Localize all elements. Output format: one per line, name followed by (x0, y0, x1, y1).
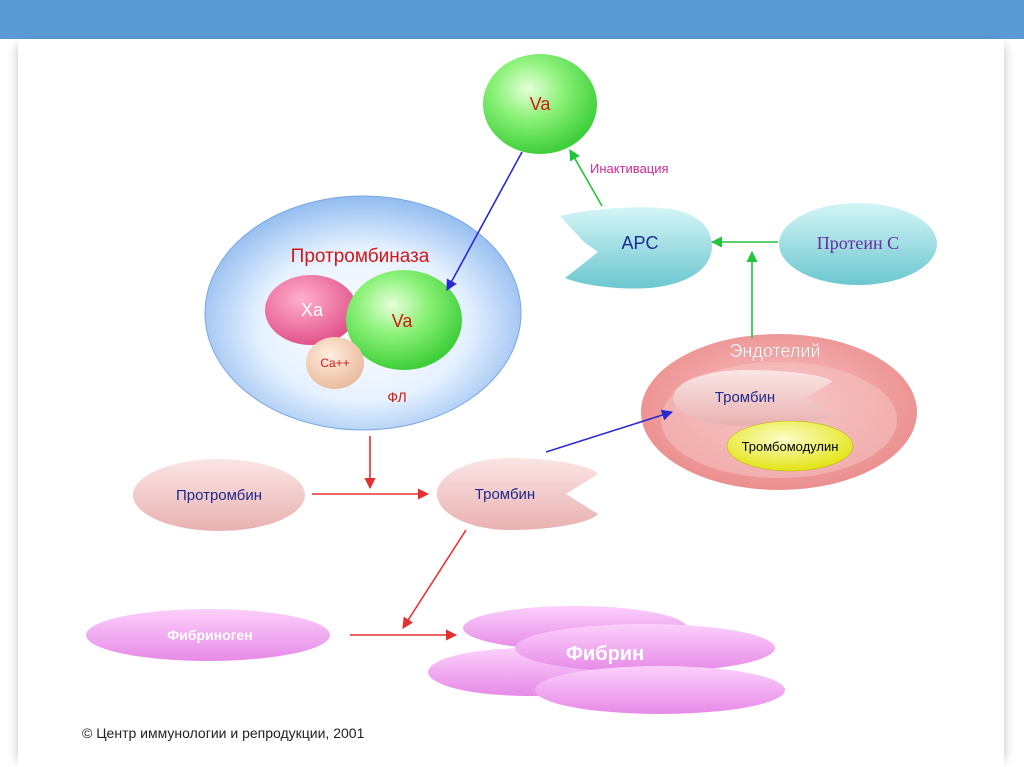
fibrinogen-node (86, 609, 330, 661)
va-inner-node (346, 270, 462, 370)
protein-c-label: Протеин С (817, 233, 899, 253)
copyright-text: © Центр иммунологии и репродукции, 2001 (82, 725, 365, 741)
fl-label: ФЛ (387, 389, 406, 405)
prothrombin-label: Протромбин (176, 487, 262, 504)
thrombomodulin-label: Тромбомодулин (742, 439, 839, 454)
fibrinogen-label: Фибриноген (167, 627, 252, 643)
arrow-thrombin-to-endothelium (545, 409, 674, 453)
apc-label: APC (621, 233, 658, 253)
fibrin-cluster (428, 606, 785, 714)
arrow-thrombin-to-fibrinogen-path (402, 529, 467, 629)
protein-c-node (779, 203, 937, 285)
arrow-va-to-prothrombinase (446, 151, 523, 291)
prothrombin-node (133, 459, 305, 531)
arrow-apc-to-va (569, 149, 603, 207)
thrombin-main-label: Тромбин (475, 486, 535, 503)
fibrin-label: Фибрин (566, 643, 644, 665)
endothelium-label: Эндотелий (729, 341, 820, 361)
thrombin-endo-label: Тромбин (715, 389, 775, 406)
prothrombinase-label: Протромбиназа (291, 246, 430, 267)
ca-node (306, 337, 364, 389)
thrombin-main-node (437, 458, 598, 530)
header-bar (0, 0, 1024, 39)
va-inner-label: Va (392, 311, 414, 331)
va-top-label: Va (530, 94, 552, 114)
xa-label: Xa (301, 300, 324, 320)
xa-node (265, 275, 357, 345)
thrombomodulin-node (726, 420, 854, 472)
va-top-node (483, 54, 597, 154)
thrombin-endo-node (673, 370, 832, 426)
ca-label: Ca++ (320, 356, 349, 370)
apc-node (560, 207, 712, 289)
inactivation-label: Инактивация (590, 161, 669, 176)
